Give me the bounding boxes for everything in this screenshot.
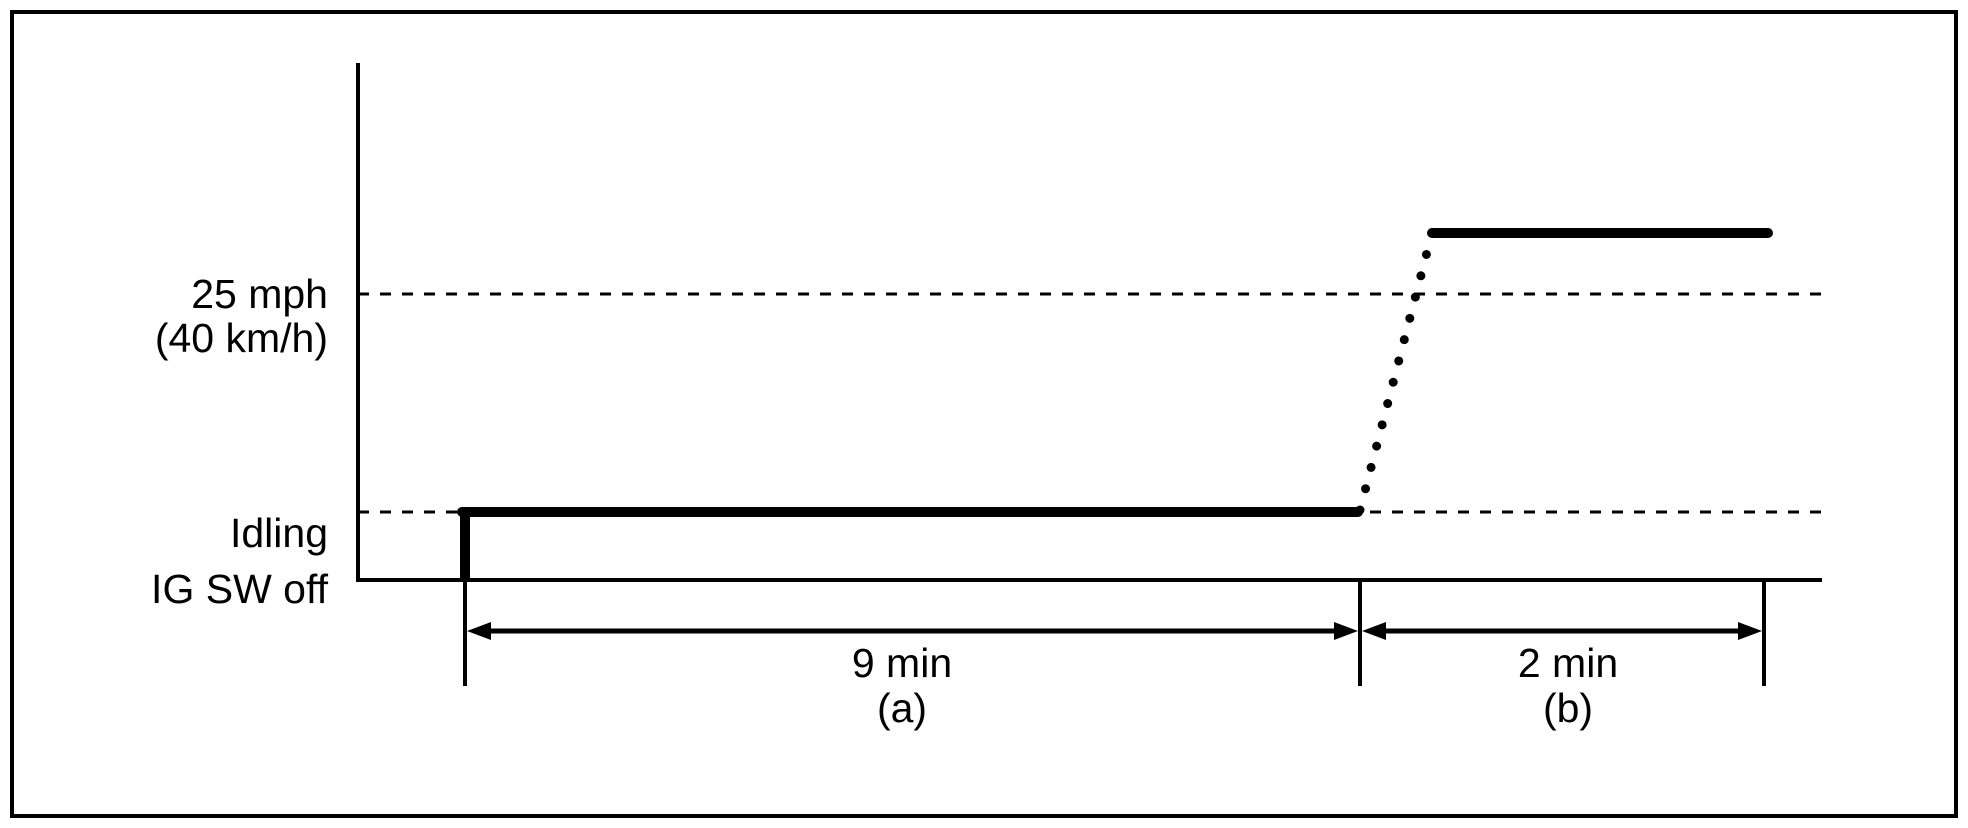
- speed-label-line2: (40 km/h): [155, 315, 328, 361]
- interval-b-duration: 2 min: [1518, 640, 1618, 686]
- speed-label-line1: 25 mph: [191, 271, 328, 317]
- ig-sw-off-label: IG SW off: [151, 566, 329, 612]
- interval-a-tag: (a): [877, 685, 927, 731]
- interval-b-arrowhead-left: [1362, 622, 1386, 640]
- acceleration-segment: [1355, 228, 1437, 515]
- idling-label: Idling: [230, 510, 328, 556]
- interval-a-arrowhead-left: [467, 622, 491, 640]
- interval-b-tag: (b): [1543, 685, 1593, 731]
- interval-a-duration: 9 min: [852, 640, 952, 686]
- interval-a-arrowhead-right: [1334, 622, 1358, 640]
- interval-b-arrowhead-right: [1738, 622, 1762, 640]
- diagram-frame: [10, 10, 1958, 818]
